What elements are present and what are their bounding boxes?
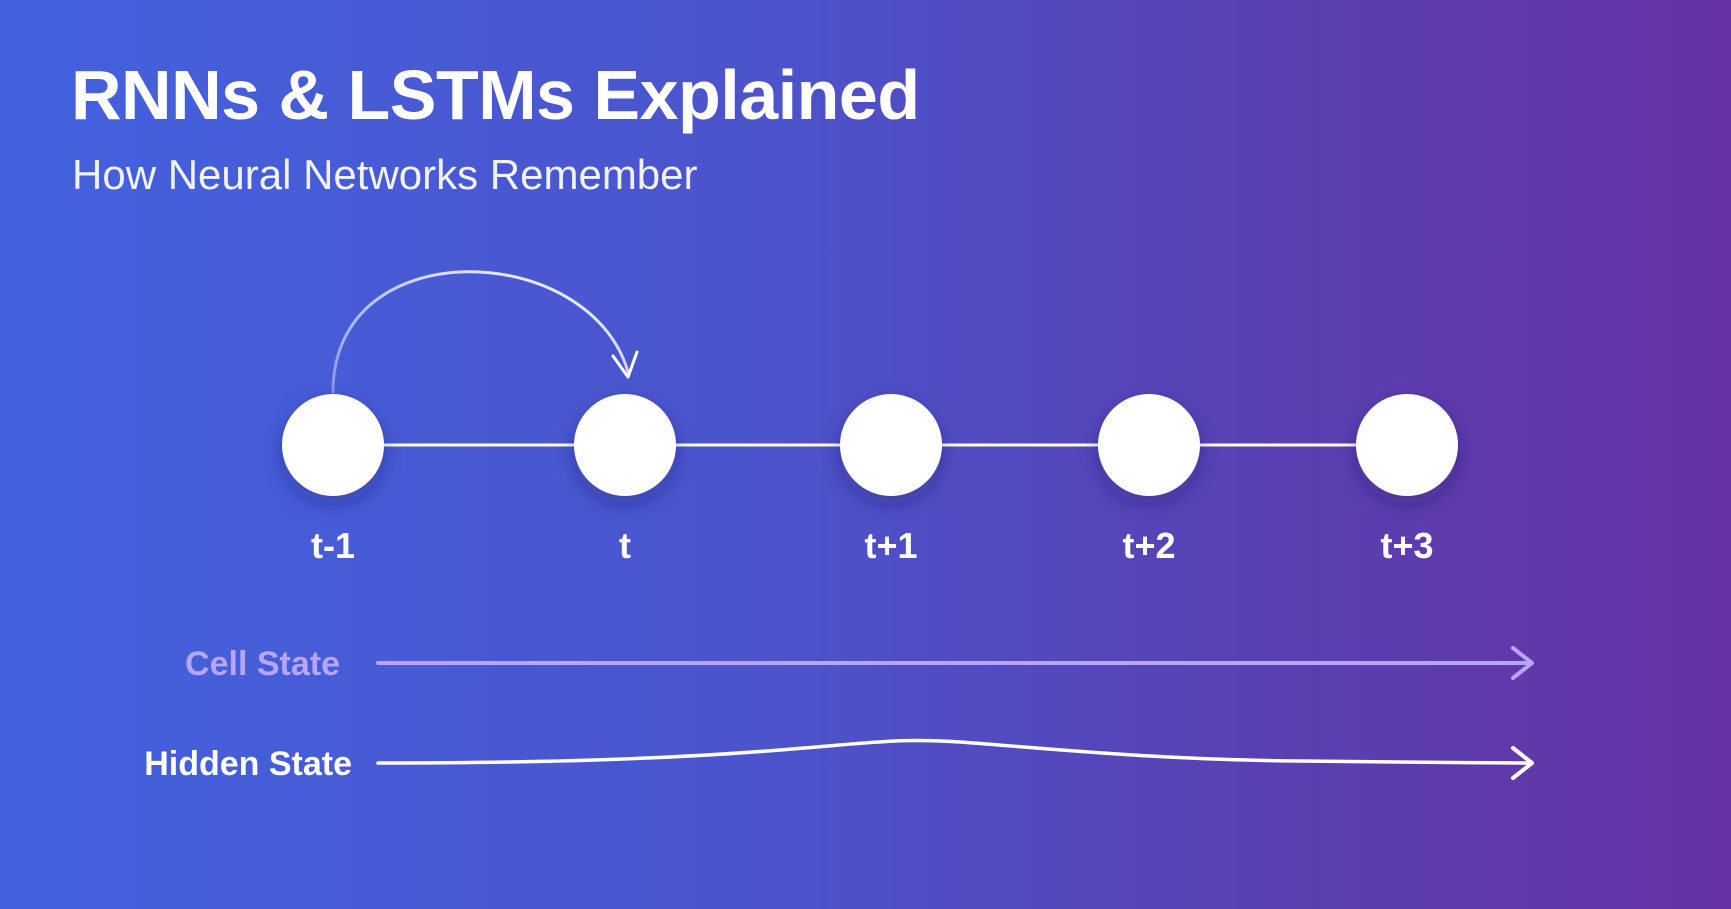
timestep-node-2 <box>574 394 676 496</box>
timestep-label: t+3 <box>1380 525 1433 566</box>
timestep-label: t+2 <box>1122 525 1175 566</box>
page-title: RNNs & LSTMs Explained <box>71 56 920 134</box>
cell-state-label: Cell State <box>185 645 340 683</box>
timestep-node-3 <box>840 394 942 496</box>
timestep-label: t-1 <box>311 525 355 566</box>
hidden-state-wave <box>376 738 1532 765</box>
hidden-state-arrowhead <box>1511 746 1534 780</box>
timestep-node-1 <box>282 394 384 496</box>
recurrent-loop-arrowhead <box>611 350 639 379</box>
timestep-label: t+1 <box>864 525 917 566</box>
recurrent-loop-arrow <box>331 270 630 394</box>
cell-state-arrowhead <box>1511 646 1534 680</box>
page-subtitle: How Neural Networks Remember <box>72 151 698 198</box>
timestep-node-4 <box>1098 394 1200 496</box>
hidden-state-label: Hidden State <box>144 745 352 783</box>
timestep-node-5 <box>1356 394 1458 496</box>
timestep-label: t <box>619 525 631 566</box>
